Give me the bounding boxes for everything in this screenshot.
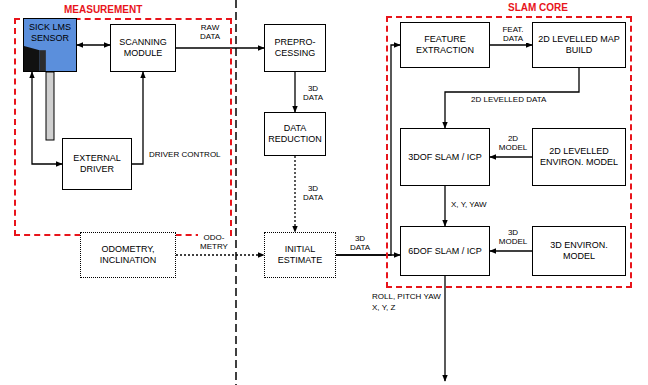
connector-arrow	[336, 45, 400, 255]
connector-arrow	[294, 72, 295, 112]
model-box: 3D ENVIRON. MODEL	[532, 226, 626, 276]
box-label: 3D ENVIRON. MODEL	[536, 240, 622, 262]
box-label: EXTERNAL DRIVER	[66, 153, 128, 175]
connector-label: 2D LEVELLED DATA	[470, 95, 547, 104]
sensor-mount	[46, 72, 54, 140]
connector-label: RAW DATA	[194, 23, 226, 41]
connector-label: ODO- METRY	[198, 233, 230, 251]
process-box: DATA REDUCTION	[264, 112, 326, 156]
connector-label: DRIVER CONTROL	[148, 150, 222, 159]
connector-label: X, Y, YAW	[450, 200, 488, 209]
slam-core-region: FEATURE EXTRACTION 2D LEVELLED MAP BUILD 3…	[386, 16, 632, 288]
connector-label: 3D DATA	[299, 84, 327, 102]
connector-arrow	[490, 44, 532, 45]
process-box: SCANNING MODULE	[110, 24, 176, 72]
box-label: FEATURE EXTRACTION	[404, 34, 486, 56]
connector-arrow	[32, 72, 62, 164]
box-label: 2D LEVELLED MAP BUILD	[536, 34, 622, 56]
connector-arrow	[490, 156, 532, 157]
box-label: DATA REDUCTION	[268, 123, 322, 145]
process-box: EXTERNAL DRIVER	[62, 138, 132, 190]
region-heading: SLAM CORE	[508, 2, 568, 14]
box-label: 2D LEVELLED ENVIRON. MODEL	[536, 146, 622, 168]
model-box: 2D LEVELLED ENVIRON. MODEL	[532, 128, 626, 186]
measurement-region: SICK LMS SENSOR SCANNING MODULE EXTERNAL D…	[14, 18, 232, 236]
connector-label: 2D MODEL	[495, 134, 531, 152]
connector-arrow	[77, 44, 110, 45]
connector-label: 3D DATA	[299, 184, 327, 202]
output-label: ROLL, PITCH YAW	[372, 292, 441, 302]
box-label: ODOMETRY, INCLINATION	[84, 244, 172, 266]
connector-arrow	[176, 254, 264, 255]
connector-arrow	[294, 156, 295, 232]
output-label: X, Y, Z	[372, 303, 395, 313]
box-label: SCANNING MODULE	[114, 37, 172, 59]
output-arrow	[444, 276, 445, 381]
divider-line	[235, 0, 237, 385]
process-box: 3DOF SLAM / ICP	[400, 128, 490, 186]
input-box: ODOMETRY, INCLINATION	[80, 232, 176, 278]
connector-arrow	[176, 47, 264, 48]
sensor-window	[40, 50, 46, 71]
process-box: 6DOF SLAM / ICP	[400, 226, 490, 276]
connector-arrow	[490, 250, 532, 251]
region-heading: MEASUREMENT	[64, 4, 142, 16]
connector-label: FEAT. DATA	[496, 25, 530, 43]
box-label: SICK LMS SENSOR	[27, 22, 73, 44]
process-box: INITIAL ESTIMATE	[264, 232, 336, 278]
connector-arrow	[336, 254, 400, 255]
box-label: INITIAL ESTIMATE	[268, 244, 332, 266]
box-label: 3DOF SLAM / ICP	[408, 152, 482, 163]
process-box: FEATURE EXTRACTION	[400, 22, 490, 68]
connector-label: 3D MODEL	[495, 228, 531, 246]
process-box: 2D LEVELLED MAP BUILD	[532, 22, 626, 68]
connector-arrow	[132, 72, 143, 164]
sensor-unit: SICK LMS SENSOR	[23, 18, 77, 72]
box-label: 6DOF SLAM / ICP	[408, 246, 482, 257]
connector-arrow	[444, 186, 445, 226]
box-label: PREPRO- CESSING	[268, 37, 322, 59]
connector-arrow	[445, 68, 579, 128]
process-box: PREPRO- CESSING	[264, 24, 326, 72]
connector-label: 3D DATA	[346, 234, 374, 252]
sensor-head	[24, 46, 40, 71]
